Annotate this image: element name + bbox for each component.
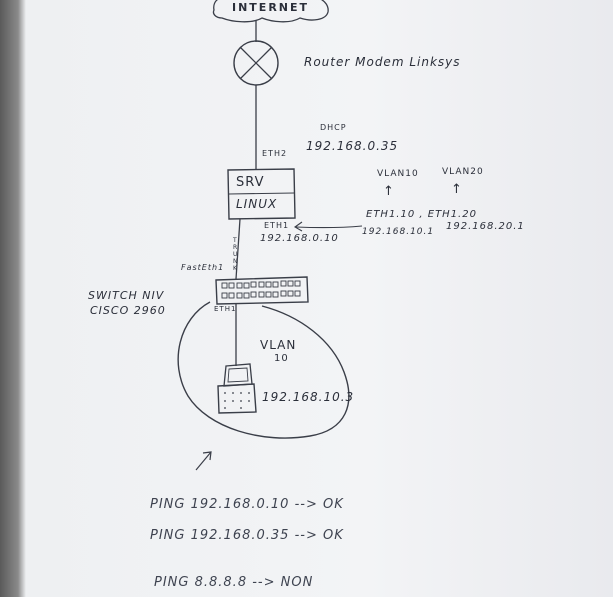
eth2-label: ETH2 [262,149,288,158]
ping-result-1: PING 192.168.0.10 --> OK [150,497,344,512]
ping-result-2: PING 192.168.0.35 --> OK [150,528,344,543]
arrow-up-icon: ↑ [383,184,395,199]
switch-model-label: CISCO 2960 [90,304,166,317]
vlan-label: VLAN [260,338,297,352]
vlan20-label: VLAN20 [442,167,484,177]
subiface-ip-10-label: 192.168.10.1 [362,227,435,237]
ping-result-3: PING 8.8.8.8 --> NON [154,575,314,590]
srv-box-divider [228,192,295,195]
router-icon [233,40,279,86]
router-label: Router Modem Linksys [304,55,461,69]
srv-label: SRV [236,175,265,190]
link-srv-switch [235,218,241,280]
vlan10-label: VLAN10 [377,169,419,179]
subiface-arrow [295,225,363,229]
subiface-ip-20-label: 192.168.20.1 [446,221,525,232]
internet-cloud [212,0,329,23]
switch-icon [215,276,309,305]
fasteth-label: FastEth1 [181,263,225,272]
switch-eth-label: ETH1 [214,305,237,313]
vlan-ellipse [177,301,350,439]
pc-ip-label: 192.168.10.3 [262,390,355,404]
pc-icon [217,363,257,414]
switch-name-label: SWITCH NIV [88,289,165,302]
trunk-label: T R U N K [233,237,238,272]
stray-arrow [195,451,212,471]
srv-ip-label: 192.168.0.35 [306,139,399,153]
arrow-up-icon: ↑ [451,182,463,197]
internet-label: INTERNET [232,1,310,14]
subinterfaces-label: ETH1.10 , ETH1.20 [366,209,477,220]
srv-box [227,168,296,220]
dhcp-label: DHCP [320,123,347,132]
vlan-number-label: 10 [274,353,289,364]
eth1-label: ETH1 [264,221,290,230]
linux-label: LINUX [236,197,278,211]
eth1-ip-label: 192.168.0.10 [260,233,339,244]
